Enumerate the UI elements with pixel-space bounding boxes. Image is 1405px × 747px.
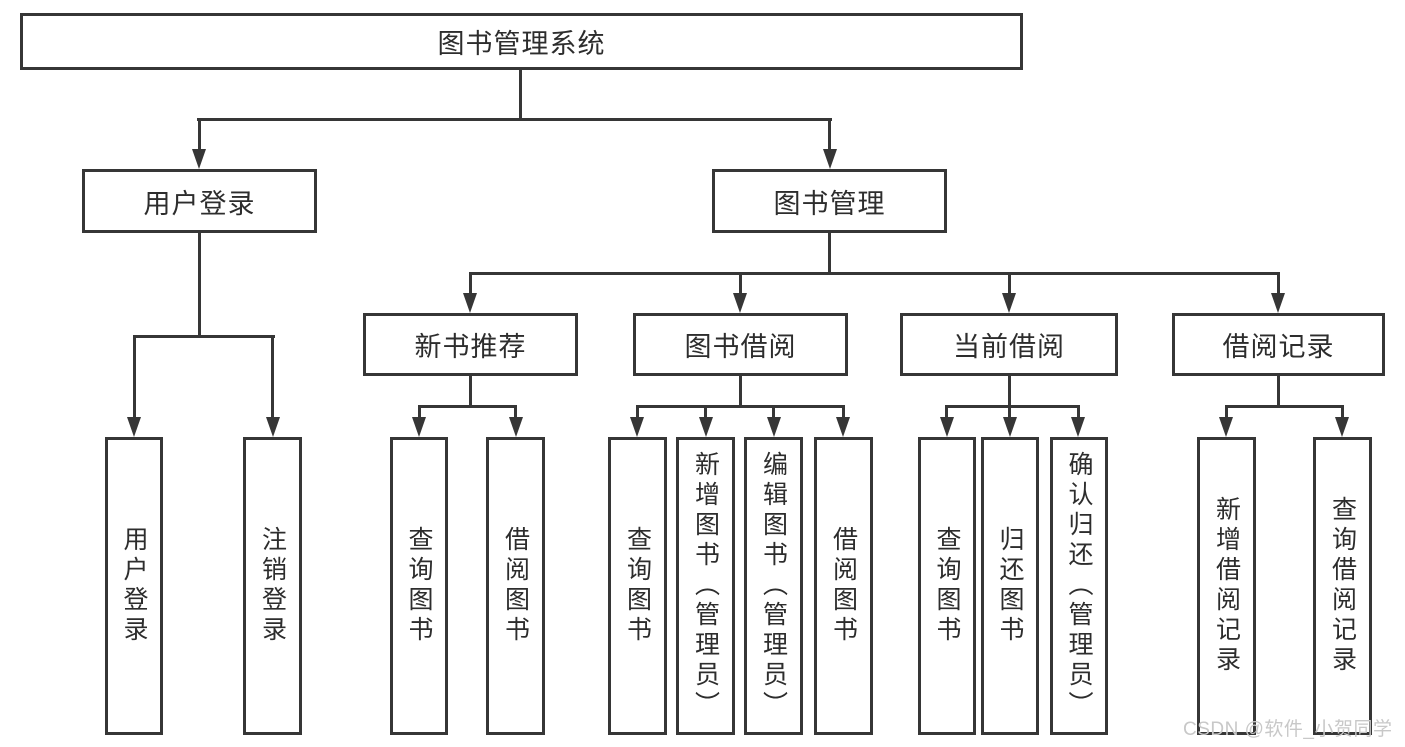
connector-record-bus — [1225, 405, 1344, 408]
node-user-login: 用户登录 — [82, 169, 317, 233]
leaf-add-borrow-record: 新增借阅记录 — [1197, 437, 1256, 735]
node-book-management: 图书管理 — [712, 169, 947, 233]
node-new-book-recommend-label: 新书推荐 — [414, 332, 527, 362]
connector-recommend-stem — [469, 376, 472, 405]
leaf-query-borrow-record-label: 查询借阅记录 — [1328, 496, 1357, 676]
arrow-down-icon — [1002, 293, 1016, 313]
node-root-label: 图书管理系统 — [437, 29, 606, 59]
connector-to-return-book — [1008, 405, 1011, 417]
leaf-borrow-book-1: 借阅图书 — [486, 437, 545, 735]
leaf-borrow-book-1-label: 借阅图书 — [501, 526, 530, 646]
node-book-borrow-label: 图书借阅 — [684, 332, 797, 362]
connector-to-query-record — [1341, 405, 1344, 417]
arrow-down-icon — [1071, 417, 1085, 437]
leaf-return-book: 归还图书 — [981, 437, 1039, 735]
arrow-down-icon — [1003, 417, 1017, 437]
node-user-login-label: 用户登录 — [143, 188, 256, 219]
leaf-query-book-1: 查询图书 — [390, 437, 448, 735]
leaf-query-book-2: 查询图书 — [608, 437, 667, 735]
connector-book-mgmt-bus — [469, 272, 1280, 275]
node-book-borrow: 图书借阅 — [633, 313, 848, 376]
connector-to-new-book-recommend — [469, 272, 472, 293]
arrow-down-icon — [463, 293, 477, 313]
leaf-edit-book-label: 编辑图书（管理员） — [759, 451, 788, 721]
arrow-down-icon — [1271, 293, 1285, 313]
connector-to-leaf-user-login — [133, 335, 136, 417]
arrow-down-icon — [940, 417, 954, 437]
connector-to-borrow-book-2 — [842, 405, 845, 417]
leaf-logout-label: 注销登录 — [258, 526, 287, 646]
arrow-down-icon — [823, 149, 837, 169]
connector-to-borrow-book-1 — [514, 405, 517, 417]
connector-to-query-book-3 — [945, 405, 948, 417]
arrow-down-icon — [192, 149, 206, 169]
leaf-query-book-2-label: 查询图书 — [623, 526, 652, 646]
node-book-management-label: 图书管理 — [773, 188, 886, 219]
arrow-down-icon — [127, 417, 141, 437]
arrow-down-icon — [630, 417, 644, 437]
arrow-down-icon — [767, 417, 781, 437]
connector-to-book-management — [828, 118, 831, 149]
connector-current-bus — [945, 405, 1080, 408]
leaf-confirm-return: 确认归还（管理员） — [1050, 437, 1108, 735]
connector-to-add-book — [704, 405, 707, 417]
leaf-borrow-book-2-label: 借阅图书 — [829, 526, 858, 646]
leaf-add-book: 新增图书（管理员） — [676, 437, 735, 735]
connector-to-book-borrow — [739, 272, 742, 293]
connector-to-borrow-record — [1277, 272, 1280, 293]
leaf-add-book-label: 新增图书（管理员） — [691, 451, 720, 721]
node-borrow-record: 借阅记录 — [1172, 313, 1385, 376]
connector-user-login-stem — [198, 233, 201, 335]
leaf-query-book-3: 查询图书 — [918, 437, 976, 735]
leaf-borrow-book-2: 借阅图书 — [814, 437, 873, 735]
connector-to-query-book-1 — [418, 405, 421, 417]
arrow-down-icon — [266, 417, 280, 437]
leaf-user-login-label: 用户登录 — [120, 526, 148, 646]
node-current-borrow-label: 当前借阅 — [953, 332, 1065, 362]
arrow-down-icon — [1335, 417, 1349, 437]
connector-to-confirm-return — [1077, 405, 1080, 417]
arrow-down-icon — [699, 417, 713, 437]
connector-to-user-login — [198, 118, 201, 149]
connector-to-query-book-2 — [636, 405, 639, 417]
leaf-confirm-return-label: 确认归还（管理员） — [1065, 451, 1093, 721]
leaf-edit-book: 编辑图书（管理员） — [744, 437, 803, 735]
node-new-book-recommend: 新书推荐 — [363, 313, 578, 376]
arrow-down-icon — [509, 417, 523, 437]
leaf-query-borrow-record: 查询借阅记录 — [1313, 437, 1372, 735]
connector-to-edit-book — [772, 405, 775, 417]
node-current-borrow: 当前借阅 — [900, 313, 1118, 376]
connector-root-stem — [519, 70, 522, 118]
leaf-return-book-label: 归还图书 — [996, 526, 1024, 646]
connector-borrow-bus — [636, 405, 845, 408]
connector-user-login-bus — [133, 335, 275, 338]
connector-root-bus — [197, 118, 832, 121]
connector-record-stem — [1277, 376, 1280, 405]
leaf-logout: 注销登录 — [243, 437, 302, 735]
arrow-down-icon — [733, 293, 747, 313]
connector-book-mgmt-stem — [828, 233, 831, 272]
node-borrow-record-label: 借阅记录 — [1222, 332, 1335, 362]
leaf-add-borrow-record-label: 新增借阅记录 — [1212, 496, 1241, 676]
leaf-query-book-3-label: 查询图书 — [933, 526, 961, 646]
connector-current-stem — [1008, 376, 1011, 405]
leaf-user-login: 用户登录 — [105, 437, 163, 735]
arrow-down-icon — [1219, 417, 1233, 437]
connector-borrow-stem — [739, 376, 742, 405]
arrow-down-icon — [836, 417, 850, 437]
arrow-down-icon — [412, 417, 426, 437]
connector-to-leaf-logout — [271, 335, 274, 417]
connector-recommend-bus — [418, 405, 517, 408]
csdn-watermark: CSDN @软件_小贺同学 — [1183, 719, 1393, 740]
node-root: 图书管理系统 — [20, 13, 1023, 70]
connector-to-current-borrow — [1008, 272, 1011, 293]
leaf-query-book-1-label: 查询图书 — [405, 526, 433, 646]
connector-to-add-record — [1225, 405, 1228, 417]
